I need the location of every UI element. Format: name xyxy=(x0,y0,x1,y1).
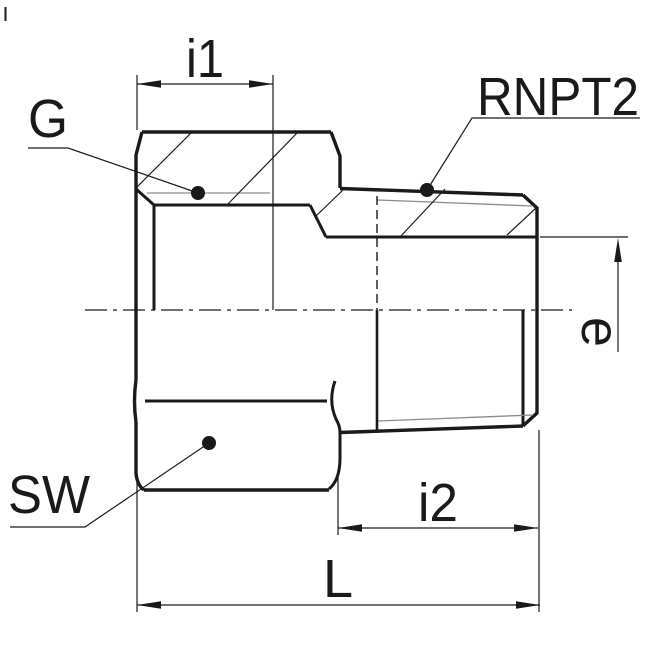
hatch-line xyxy=(399,188,446,238)
male-crest-bottom xyxy=(339,424,524,435)
i2-label: i2 xyxy=(418,473,458,533)
sw-label: SW xyxy=(8,465,90,525)
callout-RNPT2: RNPT2 xyxy=(420,67,640,197)
i2-arrow-left xyxy=(338,524,362,532)
g-label: G xyxy=(28,89,68,149)
sw-leader-line xyxy=(10,442,210,528)
hatch-line xyxy=(226,132,298,206)
sw-leader-dot xyxy=(202,436,216,450)
internal-bore-lines xyxy=(135,75,537,310)
i1-arrow-right xyxy=(249,80,273,88)
L-arrow-right xyxy=(516,601,540,609)
dimension-i2: i2 xyxy=(337,430,540,612)
hatch-line xyxy=(314,188,345,218)
hex-left-corner-arc xyxy=(132,379,138,423)
hatch-line xyxy=(135,131,193,189)
male-root-bottom xyxy=(376,414,534,422)
hex-right-face-upper xyxy=(329,131,342,188)
rnpt2-label: RNPT2 xyxy=(477,67,639,127)
bore-entry-chamfer xyxy=(135,187,155,207)
male-root-top xyxy=(376,199,534,207)
e-label: e xyxy=(570,317,630,347)
i1-arrow-left xyxy=(137,80,161,88)
rnpt2-leader-line xyxy=(426,117,640,191)
callout-SW: SW xyxy=(8,436,216,528)
L-arrow-left xyxy=(137,601,161,609)
hex-body-outline xyxy=(132,130,342,492)
g-leader-dot xyxy=(191,186,205,200)
callout-G: G xyxy=(28,89,205,200)
hex-left-face-lower xyxy=(134,422,146,492)
dimension-i1: i1 xyxy=(136,29,273,130)
thread-hatching xyxy=(135,131,537,238)
dimension-L: L xyxy=(136,482,540,612)
hex-left-face-upper xyxy=(134,131,144,380)
hatch-line xyxy=(506,207,537,236)
L-label: L xyxy=(323,549,353,609)
g-leader-line xyxy=(28,147,199,194)
hex-right-corner-arc xyxy=(330,380,342,433)
rnpt2-leader-dot xyxy=(420,183,434,197)
male-tip-face xyxy=(521,193,539,428)
e-arrow-up xyxy=(614,238,622,262)
i2-arrow-right xyxy=(514,524,538,532)
dimension-e: e xyxy=(540,236,630,352)
bore-cone xyxy=(308,204,328,238)
i1-label: i1 xyxy=(186,29,224,89)
